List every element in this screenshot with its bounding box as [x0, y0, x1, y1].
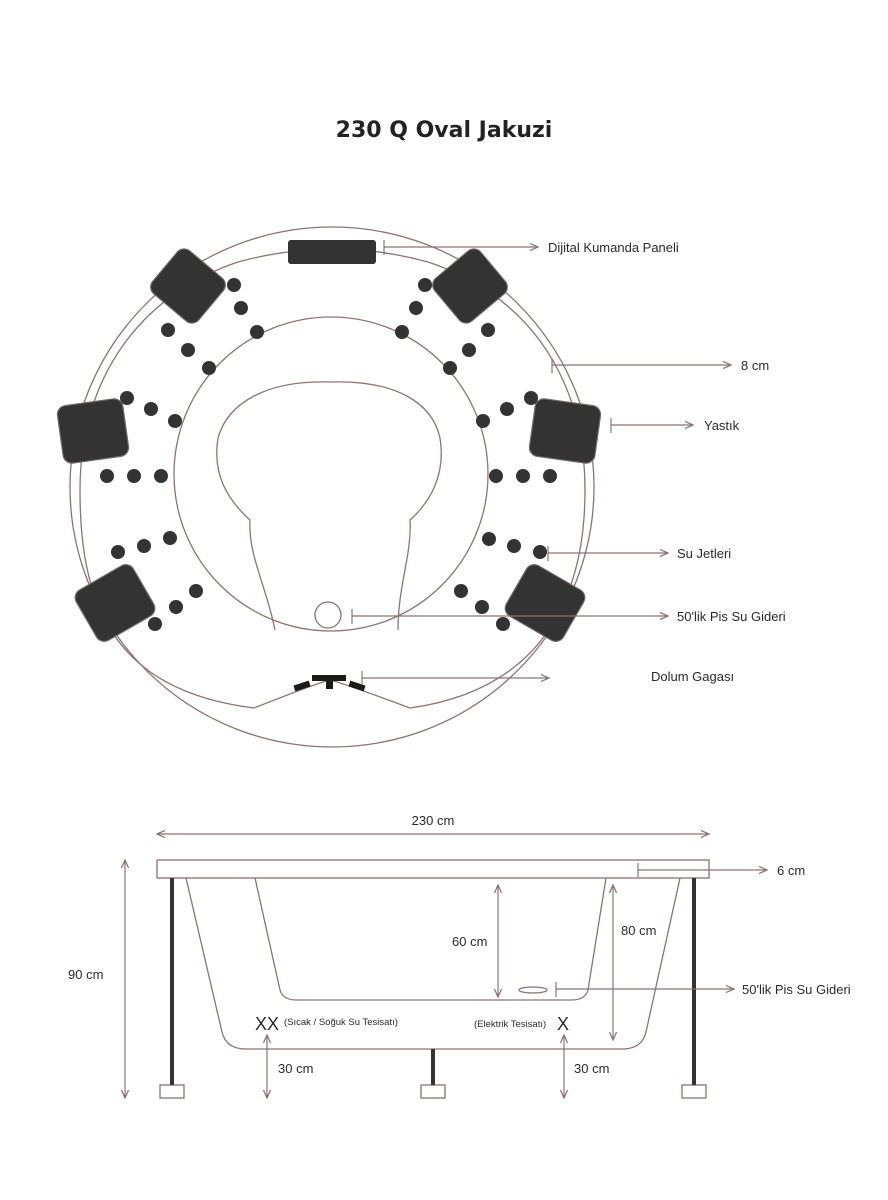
leg-center: [431, 1049, 435, 1085]
label-rim-width: 8 cm: [741, 358, 769, 373]
jet: [250, 325, 264, 339]
control-panel: [288, 240, 376, 264]
label-outer-depth: 80 cm: [621, 923, 656, 938]
top-leaders: [351, 240, 731, 685]
pillow-mid-left: [56, 398, 130, 464]
jet: [148, 617, 162, 631]
drain-hole: [314, 601, 342, 629]
jet: [543, 469, 557, 483]
jet: [482, 532, 496, 546]
jet: [507, 539, 521, 553]
label-right-clearance: 30 cm: [574, 1061, 609, 1076]
jet: [168, 414, 182, 428]
electric-connection-note: (Elektrik Tesisatı): [474, 1019, 546, 1030]
label-inner-depth: 60 cm: [452, 934, 487, 949]
jet: [163, 531, 177, 545]
leg-left: [170, 878, 174, 1085]
jet: [475, 600, 489, 614]
jet: [524, 391, 538, 405]
label-pillow: Yastık: [704, 418, 740, 433]
jet: [418, 278, 432, 292]
filler-spout: [293, 675, 366, 692]
jet: [516, 469, 530, 483]
jet: [533, 545, 547, 559]
electric-connection-mark: X: [557, 1014, 569, 1034]
side-drain: [518, 986, 548, 994]
tub-rim: [156, 859, 710, 879]
jet: [100, 469, 114, 483]
label-jets: Su Jetleri: [677, 546, 731, 561]
label-left-clearance: 30 cm: [278, 1061, 313, 1076]
jet: [154, 469, 168, 483]
label-rim-thickness: 6 cm: [777, 863, 805, 878]
jet: [120, 391, 134, 405]
side-labels: 230 cm 6 cm 90 cm 60 cm 80 cm 50'lik Pis…: [68, 813, 851, 1076]
jet: [443, 361, 457, 375]
jet: [481, 323, 495, 337]
label-total-height: 90 cm: [68, 967, 103, 982]
legs: [170, 878, 696, 1085]
jet: [127, 469, 141, 483]
pillows: [56, 248, 602, 642]
page-title: 230 Q Oval Jakuzi: [335, 118, 553, 143]
seat-ring: [173, 316, 489, 632]
label-side-drain: 50'lik Pis Su Gideri: [742, 982, 851, 997]
jet: [395, 325, 409, 339]
label-control-panel: Dijital Kumanda Paneli: [548, 240, 679, 255]
jet: [489, 469, 503, 483]
jets: [100, 278, 557, 631]
jet: [169, 600, 183, 614]
foot-right: [681, 1084, 707, 1099]
jet: [500, 402, 514, 416]
jet: [161, 323, 175, 337]
side-dimensions: [125, 834, 767, 1098]
water-connection-note: (Sıcak / Soğuk Su Tesisatı): [284, 1017, 398, 1028]
pillow-top-left: [150, 248, 226, 324]
leg-right: [692, 878, 696, 1085]
pillow-top-right: [432, 248, 508, 324]
pillow-bottom-right: [504, 564, 586, 642]
jet: [111, 545, 125, 559]
footwell: [216, 381, 442, 631]
outer-rim: [69, 226, 595, 748]
jet: [462, 343, 476, 357]
jet: [181, 343, 195, 357]
label-filler: Dolum Gagası: [651, 669, 734, 684]
top-labels: Dijital Kumanda Paneli 8 cm Yastık Su Je…: [548, 240, 786, 684]
tub-inner-shell: [254, 877, 607, 1001]
pillow-bottom-left: [74, 564, 156, 642]
foot-left: [159, 1084, 185, 1099]
jet: [476, 414, 490, 428]
jet: [189, 584, 203, 598]
jet: [496, 617, 510, 631]
jet: [202, 361, 216, 375]
top-view: [69, 226, 595, 748]
jet: [144, 402, 158, 416]
jet: [409, 301, 423, 315]
label-width: 230 cm: [412, 813, 455, 828]
water-connection-mark: XX: [255, 1014, 279, 1034]
jet: [227, 278, 241, 292]
pillow-mid-right: [528, 398, 602, 464]
jet: [454, 584, 468, 598]
foot-center: [420, 1084, 446, 1099]
jet: [137, 539, 151, 553]
jet: [234, 301, 248, 315]
label-drain: 50'lik Pis Su Gideri: [677, 609, 786, 624]
